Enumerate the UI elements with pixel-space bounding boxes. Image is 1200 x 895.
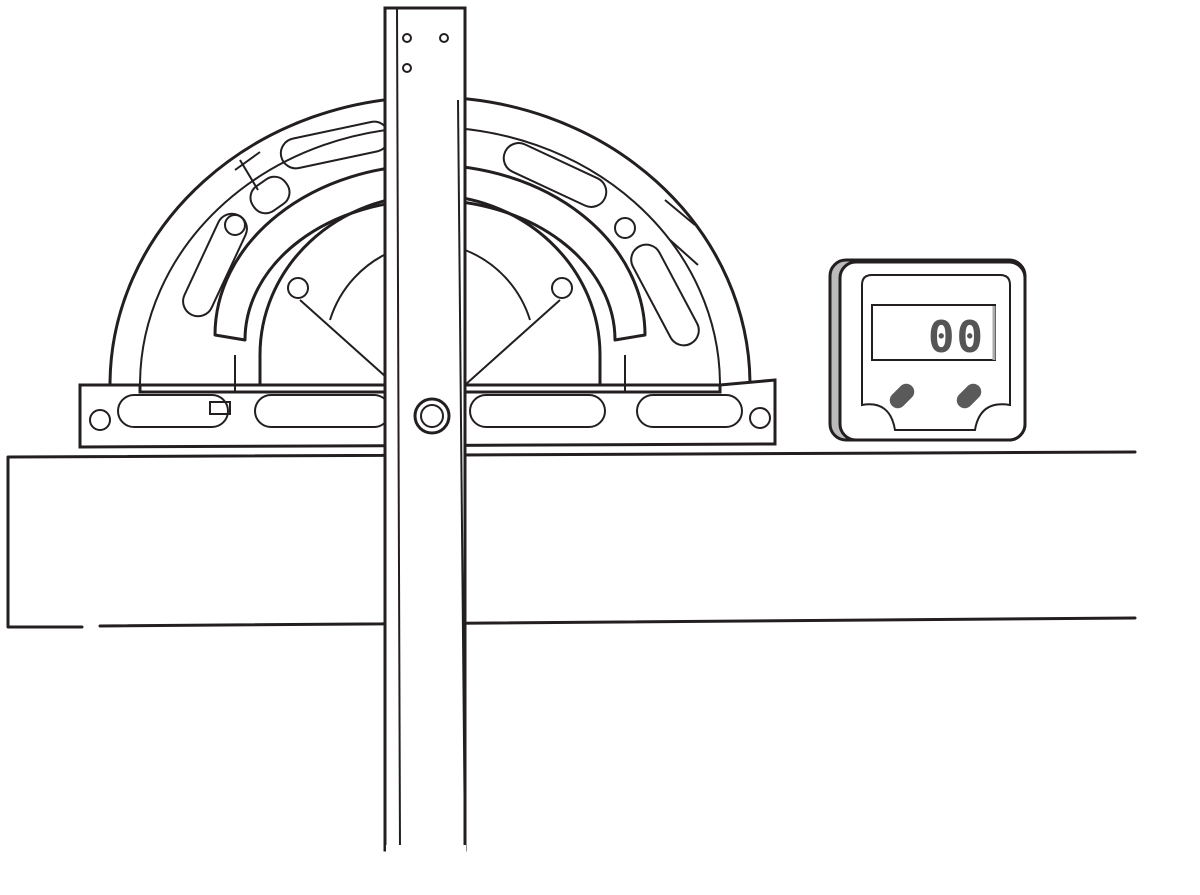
gauge-button-right (956, 383, 982, 409)
pivot-knob (413, 397, 451, 435)
gauge-button-left (889, 383, 915, 409)
ruler-arm (383, 6, 467, 895)
workpiece-board (6, 450, 1137, 629)
gauge-display-value: 00 (928, 312, 985, 363)
digital-angle-gauge: 00 (828, 258, 1027, 442)
